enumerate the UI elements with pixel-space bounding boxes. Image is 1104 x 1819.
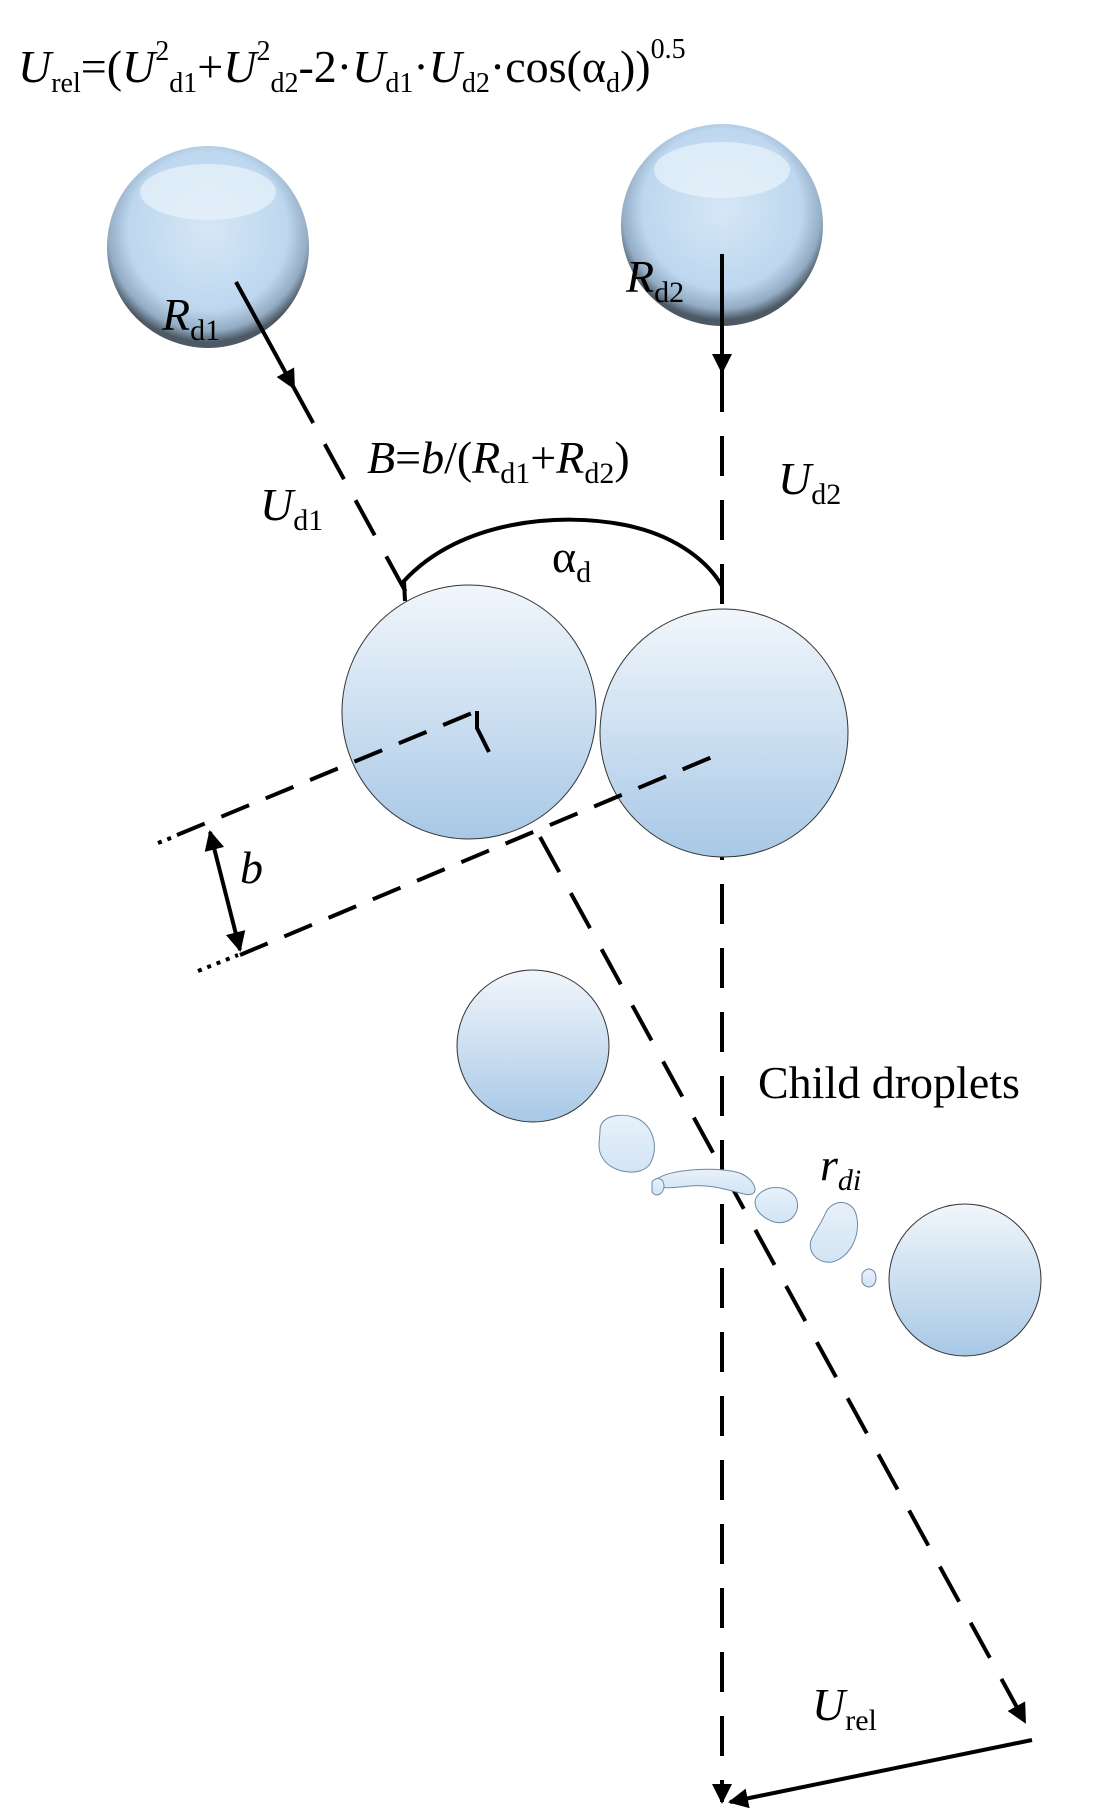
relative-velocity-arrow: [728, 1738, 1033, 1809]
droplet-1-highlight: [140, 164, 276, 220]
impact-tick-lower: [197, 953, 239, 973]
impact-line-lower: [239, 750, 725, 957]
impact-parameter-formula: B=b/(Rd1+Rd2): [367, 432, 630, 490]
collision-angle-label: αd: [552, 531, 591, 589]
impact-distance-label: b: [240, 842, 263, 893]
droplet-2-radius-label: Rd2: [625, 251, 684, 309]
colliding-droplet-1: [341, 584, 597, 840]
child-fragment-3: [754, 1187, 798, 1224]
relative-velocity-label: Urel: [812, 1679, 877, 1737]
child-fragment-1: [598, 1114, 655, 1173]
child-fragment-5: [651, 1178, 665, 1196]
child-fragment-2: [653, 1168, 756, 1196]
child-fragment-4: [809, 1202, 858, 1263]
impact-tick-upper: [157, 834, 177, 845]
droplet-2-highlight: [654, 142, 790, 198]
child-droplet-large-right: [888, 1203, 1042, 1357]
droplet-1-velocity-arrow: [234, 281, 296, 390]
droplet-1-radius-label: Rd1: [161, 289, 220, 347]
child-droplets-title: Child droplets: [758, 1057, 1020, 1108]
angle-arc: [401, 517, 724, 602]
child-droplet-large-left: [456, 969, 610, 1123]
child-radius-label: rdi: [820, 1139, 861, 1197]
child-fragment-6: [861, 1268, 877, 1288]
relative-velocity-formula: Urel=(U2d1+U2d2-2·Ud1·Ud2·cos(αd))0.5: [18, 34, 686, 99]
center-perpendicular: [475, 711, 491, 753]
impact-line-upper: [176, 709, 478, 837]
colliding-droplet-2: [599, 608, 849, 858]
droplet-2-velocity-label: Ud2: [778, 453, 841, 511]
droplet-1-velocity-label: Ud1: [260, 479, 323, 537]
impact-dimension-arrow: [204, 830, 246, 952]
